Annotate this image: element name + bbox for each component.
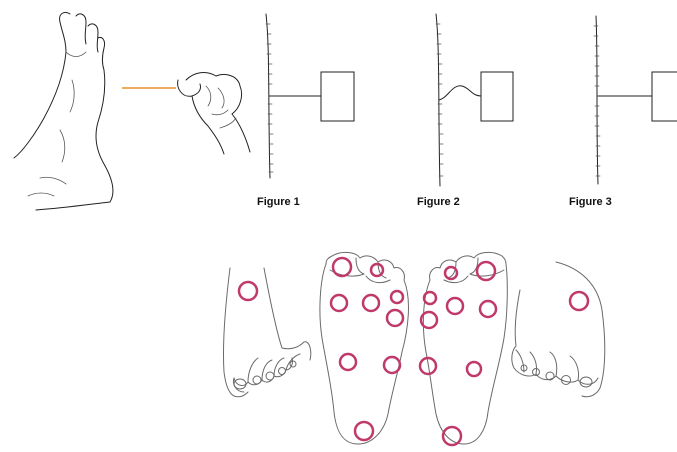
figure-2: Figure 2 <box>417 14 513 208</box>
test-site-circle <box>355 422 373 440</box>
figure-caption: Figure 3 <box>569 196 612 208</box>
filament-holder <box>481 72 513 121</box>
figure-caption: Figure 2 <box>417 196 460 208</box>
test-site-circle <box>443 427 461 445</box>
left-foot-sole <box>320 252 409 444</box>
test-site-circle <box>340 354 356 370</box>
hand-holding-filament <box>178 73 250 154</box>
test-site-circle <box>480 301 496 317</box>
left-foot-dorsum <box>223 268 310 397</box>
foot-side-illustration <box>14 12 113 210</box>
test-site-circle <box>387 310 403 326</box>
test-site-circle <box>384 357 400 373</box>
test-site-circle <box>239 282 257 300</box>
filament-holder <box>652 72 677 121</box>
right-foot-dorsum <box>512 262 605 397</box>
test-site-circle <box>424 292 436 304</box>
test-site-circle <box>333 258 351 276</box>
test-site-circle <box>445 267 457 279</box>
test-site-circle <box>477 262 495 280</box>
filament-holder <box>321 72 354 121</box>
test-site-circle <box>363 295 379 311</box>
test-site-circle <box>391 291 403 303</box>
test-site-circle <box>447 298 463 314</box>
filament-bent <box>439 86 481 100</box>
figure-1: Figure 1 <box>257 14 354 208</box>
figure-caption: Figure 1 <box>257 196 300 208</box>
test-site-circle <box>570 292 588 310</box>
test-sites <box>239 258 588 445</box>
test-site-circle <box>331 295 347 311</box>
test-site-circle <box>467 362 481 376</box>
figure-3: Figure 3 <box>569 16 677 208</box>
right-foot-sole <box>423 252 507 444</box>
test-site-circle <box>371 264 383 276</box>
